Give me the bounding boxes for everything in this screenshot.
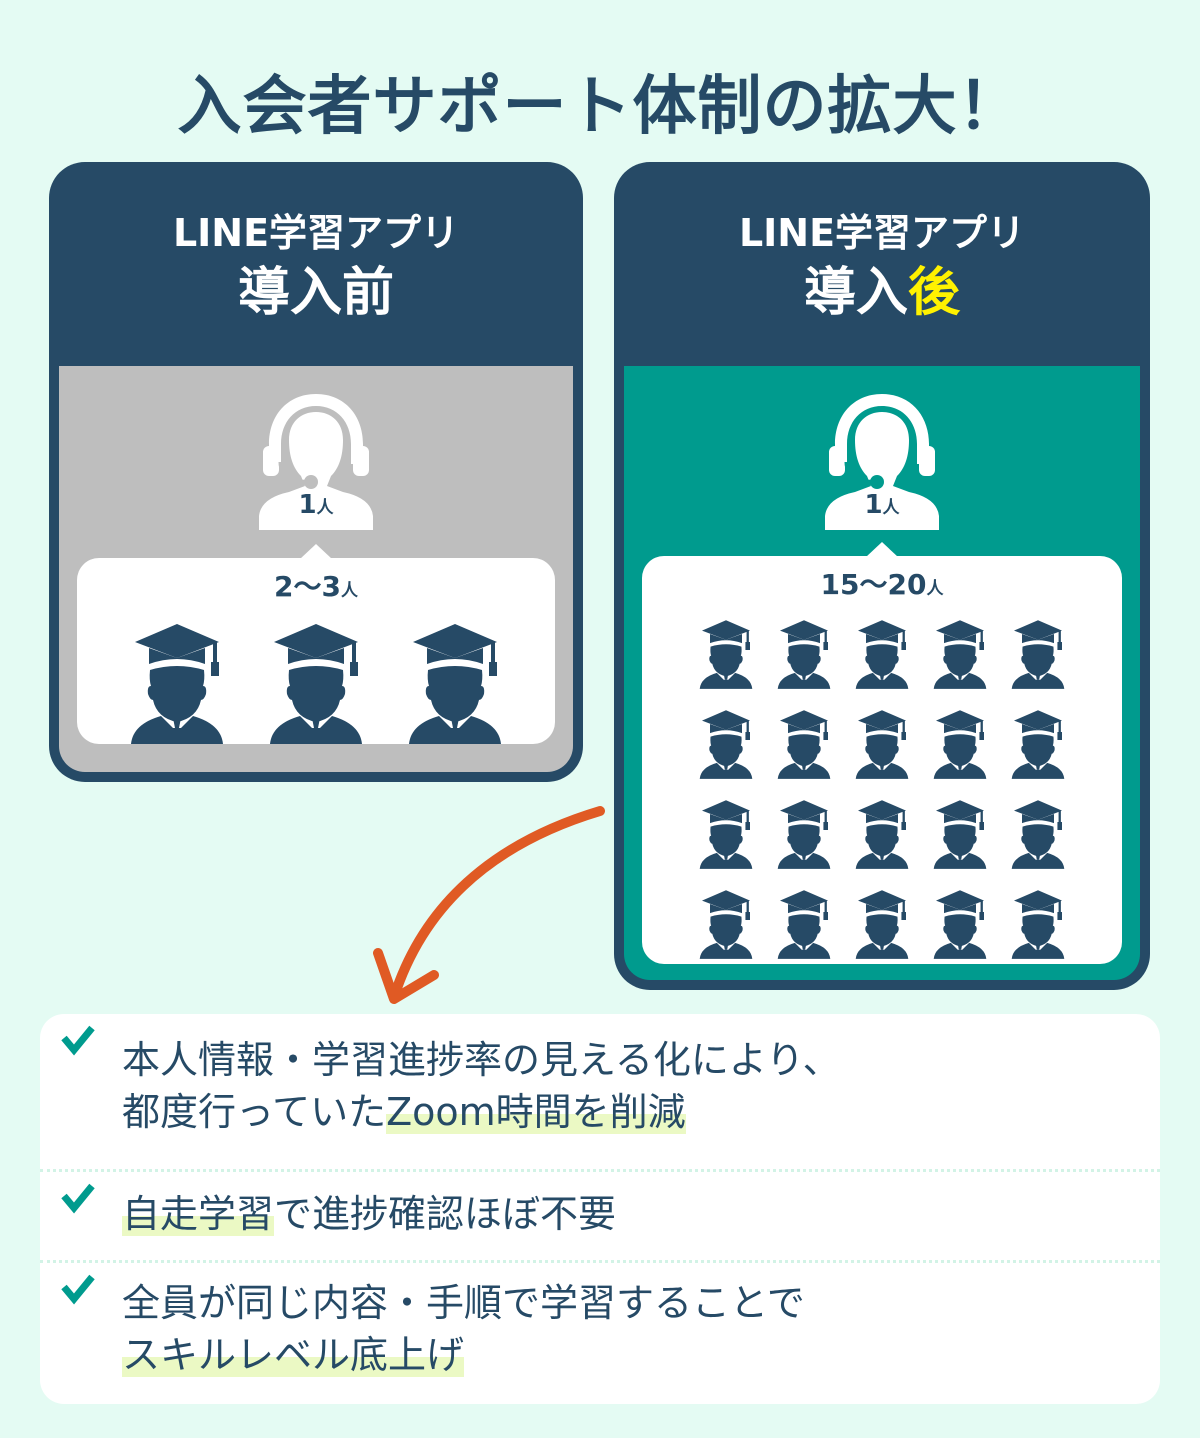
benefit-highlight: スキルレベル底上げ [122,1333,465,1377]
benefits-list: 本人情報・学習進捗率の見える化により、 都度行っていたZoom時間を削減 自走学… [40,1014,1160,1404]
after-heading: 導入後 [614,258,1150,328]
graduate-cap-person-icon [931,708,989,780]
after-operator-count: 1人 [825,490,939,520]
graduate-cap-person-icon [931,798,989,870]
before-card-body: 1人 2〜3人 [59,366,573,772]
after-operator-count-number: 1 [864,490,883,520]
graduate-cap-person-icon [775,888,833,960]
after-heading-prefix: 導入 [803,263,908,323]
graduate-cap-person-icon [697,708,755,780]
divider [40,1169,1160,1172]
before-students-bubble: 2〜3人 [77,544,555,746]
before-students-count-unit: 人 [340,581,358,601]
page-title: 入会者サポート体制の拡大！ [177,70,1023,144]
graduate-cap-person-icon [931,618,989,690]
before-students-count-number: 2〜3 [274,570,341,603]
benefit-line: 全員が同じ内容・手順で学習することで [122,1281,805,1325]
graduate-cap-person-icon [405,620,505,746]
graduate-cap-person-icon [775,618,833,690]
graduate-cap-person-icon [853,888,911,960]
graduate-cap-person-icon [127,620,227,746]
graduate-cap-person-icon [697,798,755,870]
benefit-highlight: Zoom時間を削減 [386,1090,686,1134]
after-heading-suffix: 後 [908,263,961,323]
after-card-body: 1人 15〜20人 [624,366,1140,980]
before-heading-suffix: 前 [342,263,395,323]
graduate-cap-person-icon [1009,888,1067,960]
benefit-item: 全員が同じ内容・手順で学習することで スキルレベル底上げ [40,1263,1160,1381]
before-card-header: LINE学習アプリ 導入前 [49,210,583,328]
benefit-highlight: 自走学習 [122,1192,275,1236]
after-operator-count-unit: 人 [882,498,900,518]
graduate-cap-person-icon [266,620,366,746]
benefit-line: 都度行っていたZoom時間を削減 [122,1086,1160,1138]
before-subtitle: LINE学習アプリ [172,211,460,255]
headset-operator-icon: 1人 [825,390,939,530]
benefit-text: で進捗確認ほぼ不要 [274,1192,617,1236]
benefit-line: 自走学習で進捗確認ほぼ不要 [122,1188,1160,1240]
before-students-group [77,608,555,746]
benefit-text: 都度行っていた [122,1090,387,1134]
benefit-item: 自走学習で進捗確認ほぼ不要 [40,1172,1160,1260]
before-operator-count: 1人 [259,490,373,520]
graduate-cap-person-icon [853,708,911,780]
before-operator-count-number: 1 [298,490,317,520]
graduate-cap-person-icon [1009,798,1067,870]
before-heading-prefix: 導入 [237,263,342,323]
after-card: LINE学習アプリ 導入後 1人 15〜20人 [614,162,1150,990]
graduate-cap-person-icon [853,618,911,690]
curved-arrow-down-left-icon [373,806,605,1004]
graduate-cap-person-icon [1009,618,1067,690]
after-students-count-unit: 人 [926,579,944,599]
before-operator-count-unit: 人 [316,498,334,518]
headset-operator-icon: 1人 [259,390,373,530]
after-subtitle: LINE学習アプリ [738,211,1026,255]
after-card-header: LINE学習アプリ 導入後 [614,210,1150,328]
after-students-count-number: 15〜20 [820,568,927,601]
after-students-bubble: 15〜20人 [642,542,1122,964]
after-students-count: 15〜20人 [642,568,1122,606]
check-icon [61,1274,95,1305]
benefit-line: 本人情報・学習進捗率の見える化により、 [122,1038,841,1082]
graduate-cap-person-icon [697,888,755,960]
before-card: LINE学習アプリ 導入前 1人 2〜3人 [49,162,583,782]
graduate-cap-person-icon [697,618,755,690]
before-heading: 導入前 [49,258,583,328]
benefit-line: スキルレベル底上げ [122,1329,1160,1381]
graduate-cap-person-icon [775,708,833,780]
graduate-cap-person-icon [853,798,911,870]
before-students-count: 2〜3人 [77,570,555,608]
benefit-item: 本人情報・学習進捗率の見える化により、 都度行っていたZoom時間を削減 [40,1014,1160,1169]
check-icon [61,1183,95,1214]
graduate-cap-person-icon [775,798,833,870]
after-students-group [642,618,1122,960]
check-icon [61,1025,95,1056]
graduate-cap-person-icon [1009,708,1067,780]
divider [40,1260,1160,1263]
graduate-cap-person-icon [931,888,989,960]
